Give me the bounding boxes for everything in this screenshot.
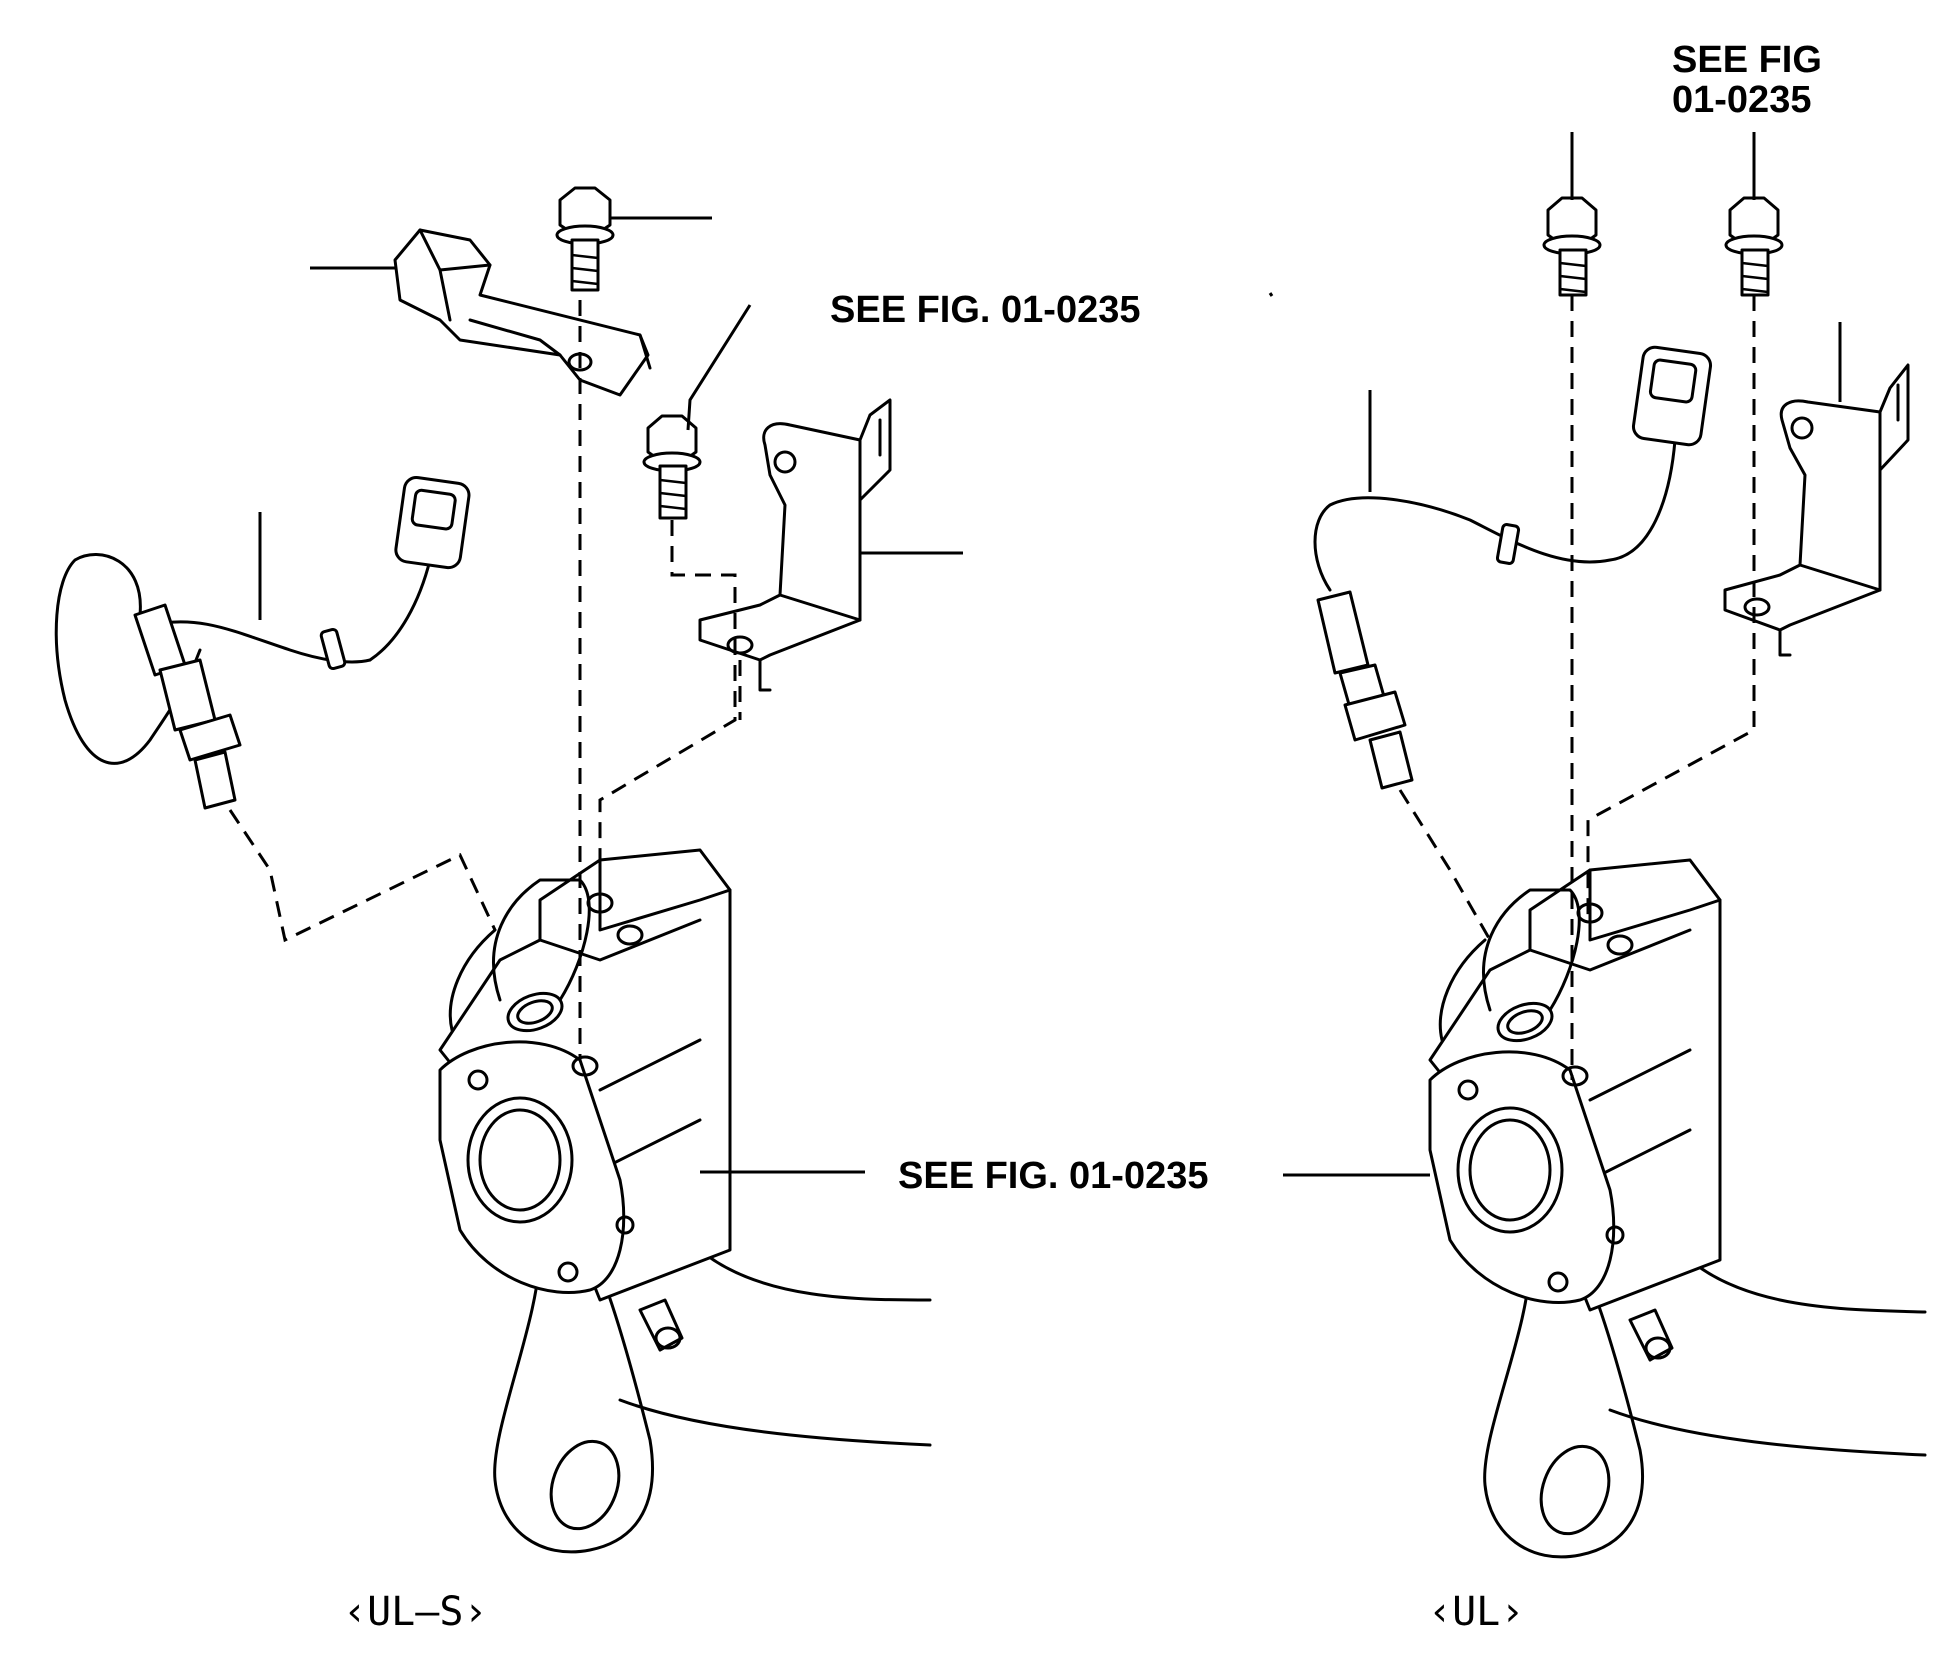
right-oxygen-sensor <box>1313 345 1713 790</box>
left-assembly <box>54 186 963 1554</box>
right-variant-label: ‹UL› <box>1428 1589 1524 1635</box>
left-bracket-callout: SEE FIG. 01-0235 <box>830 289 1141 331</box>
right-manifold-outlet <box>1428 858 1927 1559</box>
left-bracket-bolt-2 <box>642 414 702 520</box>
left-oxygen-sensor <box>54 476 471 810</box>
left-variant-label: ‹UL–S› <box>343 1589 488 1635</box>
right-bolt-2 <box>1724 196 1784 297</box>
right-bolt-callout-line2: 01-0235 <box>1672 79 1811 121</box>
left-connector-bracket <box>393 228 652 397</box>
right-bolt-callout-line1: SEE FIG <box>1672 39 1822 81</box>
right-support-bracket <box>1723 363 1910 657</box>
left-manifold-outlet <box>438 848 932 1554</box>
left-bracket-bolt-1 <box>555 186 615 292</box>
right-bolt-1 <box>1542 196 1602 297</box>
left-support-bracket <box>698 398 892 692</box>
right-assembly <box>1268 132 1927 1559</box>
manifold-callout: SEE FIG. 01-0235 <box>898 1155 1209 1197</box>
